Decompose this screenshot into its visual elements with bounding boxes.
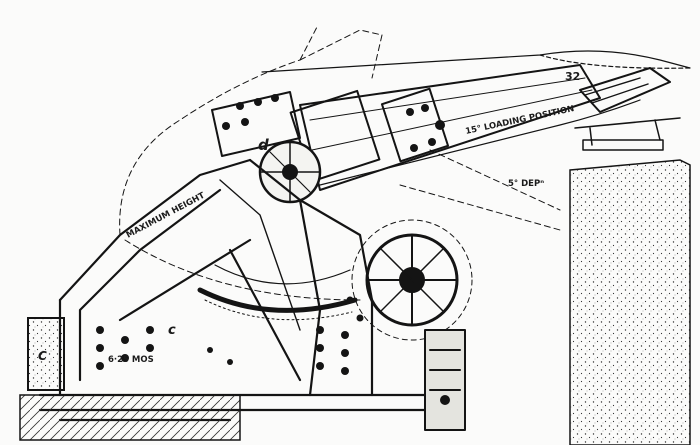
clearance-outline (119, 24, 561, 301)
elevating-arc (197, 264, 358, 321)
handwheel (351, 219, 473, 341)
platform-pillar (569, 159, 691, 445)
carriage-rivets (96, 296, 364, 375)
label-part-32: 32 (565, 70, 580, 83)
label-depression: 5° DEPⁿ (508, 179, 544, 189)
drive-gear (424, 329, 466, 431)
barrel-envelope (261, 50, 691, 191)
label-loading-position: 15° LOADING POSITION (465, 104, 576, 137)
cradle-box (211, 91, 301, 157)
label-dimension-mm: 6·25 MOS (108, 355, 154, 365)
label-part-d: d (258, 136, 269, 154)
barrel (289, 64, 601, 191)
loading-tray (574, 67, 681, 151)
label-part-c: c (168, 323, 176, 338)
label-maximum-height: MAXIMUM HEIGHT (125, 191, 207, 241)
rear-end-plate (19, 317, 241, 441)
trunnion-wheel (258, 140, 322, 204)
label-side-c: C (38, 349, 47, 363)
carriage-frame (38, 158, 442, 422)
